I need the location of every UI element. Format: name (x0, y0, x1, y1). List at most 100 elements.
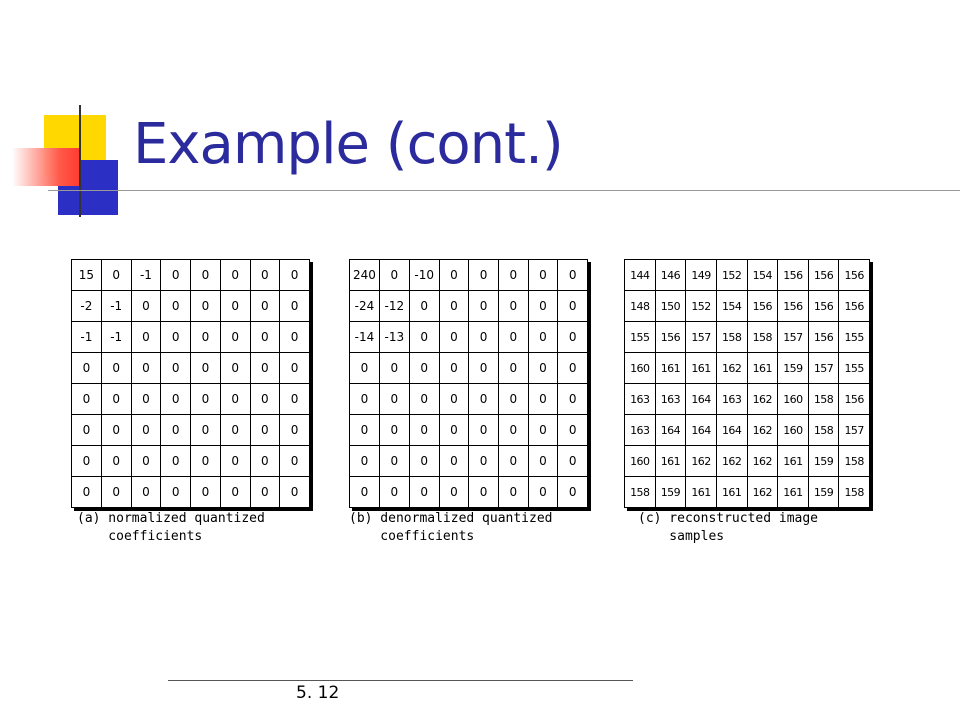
table-cell: 0 (71, 383, 102, 415)
table-cell: 0 (190, 321, 221, 353)
table-cell: 0 (497, 476, 529, 508)
table-cell: 0 (527, 445, 559, 477)
table-cell: 156 (807, 321, 840, 353)
table-cell: 0 (249, 414, 281, 446)
table-cell: 156 (777, 259, 809, 291)
table-cell: 157 (807, 352, 840, 384)
table-cell: 157 (777, 321, 809, 353)
table-cell: 0 (160, 414, 192, 446)
table-cell: 0 (100, 445, 132, 477)
table-cell: -10 (408, 259, 440, 291)
table-cell: 162 (715, 445, 748, 477)
table-cell: -14 (349, 321, 380, 353)
table-cell: 160 (777, 414, 809, 446)
table-cell: 0 (557, 290, 588, 322)
table-cell: 0 (130, 321, 162, 353)
table-cell: 161 (685, 352, 717, 384)
table-cell: 0 (190, 445, 221, 477)
table-cell: 163 (715, 383, 748, 415)
table-cell: 0 (190, 290, 221, 322)
table-cell: -12 (378, 290, 410, 322)
table-cell: 0 (160, 476, 192, 508)
table-cell: 154 (746, 259, 779, 291)
table-cell: 0 (497, 445, 529, 477)
table-cell: 156 (838, 259, 870, 291)
table-cell: 160 (624, 352, 656, 384)
table-cell: -2 (71, 290, 102, 322)
table-cell: 158 (746, 321, 779, 353)
table-cell: 0 (378, 445, 410, 477)
table-cell: 0 (219, 321, 251, 353)
table-cell: 0 (438, 383, 470, 415)
table-cell: 156 (807, 290, 840, 322)
table-cell: 163 (624, 383, 656, 415)
table-cell: 163 (654, 383, 687, 415)
table-cell: 0 (349, 414, 380, 446)
table-cell: 163 (624, 414, 656, 446)
caption-b-line1: (b) denormalized quantized (349, 511, 553, 526)
table-cell: 0 (497, 352, 529, 384)
table-cell: 0 (130, 414, 162, 446)
table-cell: 0 (130, 445, 162, 477)
table-cell: 0 (497, 259, 529, 291)
table-cell: 0 (249, 445, 281, 477)
table-cell: 0 (219, 445, 251, 477)
table-cell: 0 (279, 352, 310, 384)
table-cell: 0 (130, 476, 162, 508)
table-cell: 158 (838, 476, 870, 508)
table-cell: 0 (249, 476, 281, 508)
table-cell: 0 (468, 352, 499, 384)
table-cell: 240 (349, 259, 380, 291)
caption-b-line2: coefficients (349, 529, 475, 544)
table-cell: 0 (557, 352, 588, 384)
table-cell: 162 (715, 352, 748, 384)
table-cell: 161 (685, 476, 717, 508)
table-cell: 0 (160, 259, 192, 291)
table-cell: 162 (746, 445, 779, 477)
table-cell: 157 (685, 321, 717, 353)
table-cell: 0 (468, 290, 499, 322)
table-cell: 148 (624, 290, 656, 322)
caption-a: (a) normalized quantized coefficients (77, 510, 265, 546)
table-cell: 0 (557, 321, 588, 353)
table-cell: 0 (279, 445, 310, 477)
table-cell: 0 (349, 383, 380, 415)
table-cell: 0 (190, 352, 221, 384)
table-cell: 0 (279, 259, 310, 291)
table-cell: 154 (715, 290, 748, 322)
table-cell: 0 (71, 445, 102, 477)
table-cell: 0 (349, 476, 380, 508)
table-cell: 155 (624, 321, 656, 353)
table-cell: 0 (497, 290, 529, 322)
table-cell: 161 (777, 445, 809, 477)
table-cell: 0 (557, 414, 588, 446)
table-cell: 0 (190, 259, 221, 291)
table-cell: 162 (685, 445, 717, 477)
slide-title: Example (cont.) (133, 112, 564, 177)
table-cell: 158 (807, 414, 840, 446)
table-cell: 160 (777, 383, 809, 415)
table-cell: 161 (654, 445, 687, 477)
table-cell: 0 (71, 352, 102, 384)
table-cell: 158 (807, 383, 840, 415)
table-cell: 0 (219, 414, 251, 446)
table-cell: 0 (468, 476, 499, 508)
table-cell: 159 (777, 352, 809, 384)
caption-b: (b) denormalized quantized coefficients (349, 510, 553, 546)
table-cell: 0 (349, 445, 380, 477)
table-cell: 0 (527, 414, 559, 446)
table-cell: -1 (100, 290, 132, 322)
table-cell: 0 (438, 352, 470, 384)
